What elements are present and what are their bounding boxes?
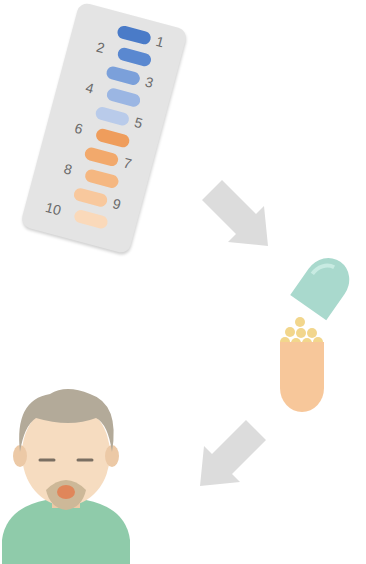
callout-number: 8 (62, 160, 74, 177)
person (2, 389, 130, 564)
callout-number: 3 (143, 73, 155, 90)
callout-number: 9 (111, 195, 123, 212)
callout-number: 5 (133, 114, 145, 131)
callout-number: 1 (154, 33, 166, 50)
callout-number: 7 (122, 155, 134, 172)
callout-number: 4 (84, 79, 96, 96)
blister-pack: 1 2 3 4 5 6 7 8 9 10 (20, 1, 188, 254)
callout-number: 2 (95, 39, 107, 56)
flow-arrow (202, 180, 268, 246)
callout-number: 10 (44, 199, 63, 218)
capsule-cap (290, 249, 358, 320)
capsule-body (280, 342, 324, 412)
callout-number: 6 (73, 120, 85, 137)
flow-arrow (200, 420, 266, 486)
